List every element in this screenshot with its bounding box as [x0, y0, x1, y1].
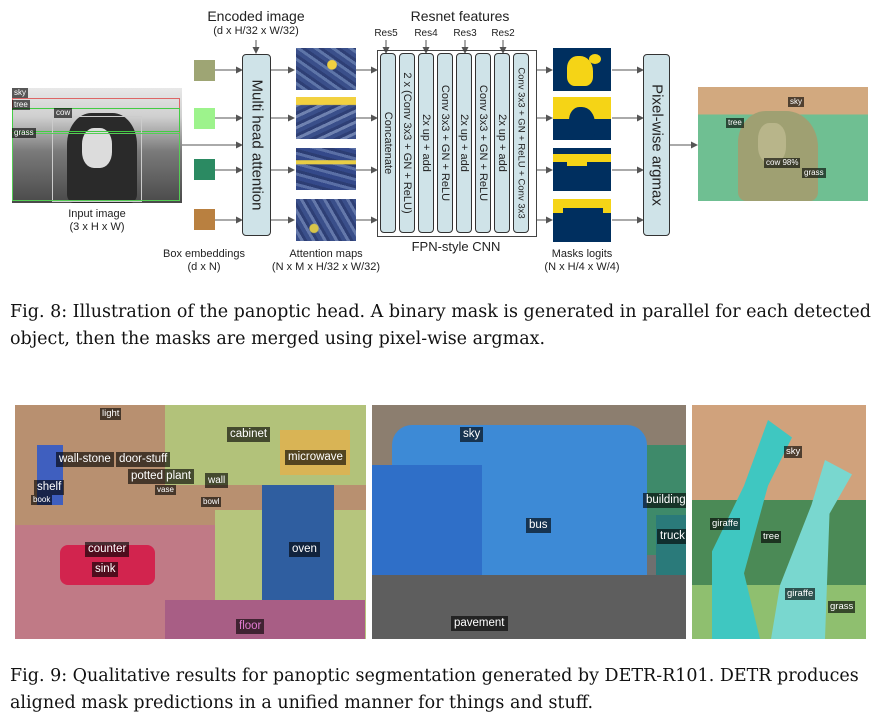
fpn-col-5: Conv 3x3 + GN + ReLU [475, 53, 491, 233]
fpn-label: FPN-style CNN [411, 239, 501, 254]
bus-tag-sky: sky [460, 427, 484, 442]
encoded-image-dim: (d x H/32 x W/32) [213, 25, 299, 37]
giraffe-tag-giraffe-left: giraffe [710, 518, 741, 530]
mask-logit-1 [553, 97, 611, 140]
bus-panel: sky building bus truck pavement [372, 405, 686, 639]
box-embedding-0 [194, 60, 215, 81]
resnet-features-label: Resnet features [410, 8, 510, 24]
attention-maps-label: Attention maps [289, 248, 363, 260]
kitchen-tag-microwave: microwave [285, 450, 346, 465]
cow-box [52, 116, 142, 202]
output-cow-patch [758, 123, 786, 163]
figure-9-caption: Fig. 9: Qualitative results for panoptic… [10, 666, 859, 713]
kitchen-tag-vase: vase [155, 485, 176, 495]
mask-logits-dim: (N x H/4 x W/4) [544, 261, 620, 273]
input-tag-cow: cow [54, 108, 73, 118]
multi-head-attention-block: Multi head attention [242, 54, 271, 236]
fpn-col-6: 2x up + add [494, 53, 510, 233]
kitchen-tag-light: light [100, 408, 122, 420]
input-tag-grass: grass [12, 128, 36, 138]
fpn-col-4: 2x up + add [456, 53, 472, 233]
output-tag-sky: sky [788, 97, 804, 107]
kitchen-tag-book: book [31, 495, 53, 505]
kitchen-tag-door-stuff: door-stuff [116, 452, 171, 467]
box-embedding-3 [194, 209, 215, 230]
grass-box [12, 133, 180, 201]
fpn-col-7: Conv 3x3 + GN + ReLU + Conv 3x3 [513, 53, 529, 233]
mha-label: Multi head attention [248, 79, 265, 211]
giraffe-tag-sky: sky [784, 446, 803, 458]
kitchen-tag-cabinet: cabinet [227, 427, 271, 442]
fpn-col-0: Concatenate [380, 53, 396, 233]
kitchen-tag-wall-stone: wall-stone [56, 452, 114, 467]
box-embeddings-dim: (d x N) [187, 261, 221, 273]
input-image-label: Input image [68, 208, 126, 220]
giraffe-tag-tree: tree [761, 531, 782, 543]
cow-patch [82, 128, 112, 168]
kitchen-floor [165, 600, 365, 639]
attention-maps-dim: (N x M x H/32 x W/32) [271, 261, 381, 273]
attention-map-3 [296, 199, 356, 241]
output-tag-cow: cow 98% [764, 158, 801, 168]
bus-pavement [372, 575, 686, 639]
fpn-col-3: Conv 3x3 + GN + ReLU [437, 53, 453, 233]
attention-map-0 [296, 48, 356, 90]
giraffe-tag-giraffe-right: giraffe [785, 588, 816, 600]
res4-label: Res4 [414, 28, 438, 39]
kitchen-tag-potted-plant: potted plant [128, 469, 195, 484]
bus-tag-pavement: pavement [451, 616, 508, 631]
input-tag-tree: tree [12, 100, 30, 110]
box-embedding-2 [194, 159, 215, 180]
input-image: sky tree cow grass [12, 88, 182, 203]
mask-logit-2 [553, 148, 611, 191]
bus-tag-building: building [643, 493, 686, 508]
res3-label: Res3 [453, 28, 477, 39]
attention-map-2 [296, 148, 356, 190]
kitchen-tag-shelf: shelf [34, 480, 65, 495]
diagram-arrows [182, 40, 698, 224]
box-embedding-1 [194, 108, 215, 129]
encoded-image-label: Encoded image [207, 8, 305, 24]
kitchen-tag-oven: oven [289, 542, 320, 557]
kitchen-tag-sink: sink [92, 562, 119, 577]
pixel-wise-argmax-block: Pixel-wise argmax [643, 54, 670, 236]
figure-9: light cabinet wall-stone door-stuff micr… [0, 400, 880, 645]
mask-logit-3 [553, 199, 611, 242]
kitchen-tag-bowl: bowl [201, 497, 222, 507]
bus-tag-truck: truck [657, 529, 686, 544]
box-embeddings-label: Box embeddings [163, 248, 245, 260]
fpn-col-1: 2 x (Conv 3x3 + GN + ReLU) [399, 53, 415, 233]
fpn-col-2: 2x up + add [418, 53, 434, 233]
mask-logits-label: Masks logits [551, 248, 613, 260]
giraffe-panel: sky giraffe tree giraffe grass [692, 405, 866, 639]
input-tag-sky: sky [12, 88, 28, 98]
kitchen-tag-counter: counter [85, 542, 130, 557]
kitchen-panel: light cabinet wall-stone door-stuff micr… [15, 405, 366, 639]
mask-logit-0 [553, 48, 611, 91]
output-image: sky tree cow 98% grass [698, 87, 868, 201]
tree-box [12, 108, 180, 132]
giraffe-tag-grass: grass [828, 601, 856, 613]
kitchen-tag-floor: floor [236, 619, 265, 634]
bus-left-side [372, 465, 482, 585]
figure-8-caption: Fig. 8: Illustration of the panoptic hea… [10, 302, 871, 349]
res2-label: Res2 [491, 28, 515, 39]
bus-tag-bus: bus [526, 518, 551, 533]
res5-label: Res5 [374, 28, 398, 39]
input-image-dim: (3 x H x W) [69, 221, 125, 233]
kitchen-tag-wall: wall [205, 473, 229, 488]
fpn-frame [377, 50, 537, 237]
attention-map-1 [296, 97, 356, 139]
argmax-label: Pixel-wise argmax [648, 84, 665, 206]
output-tag-tree: tree [726, 118, 744, 128]
figure-8: Encoded image (d x H/32 x W/32) Resnet f… [0, 0, 880, 290]
bus-truck [656, 515, 686, 575]
output-tag-grass: grass [802, 168, 826, 178]
